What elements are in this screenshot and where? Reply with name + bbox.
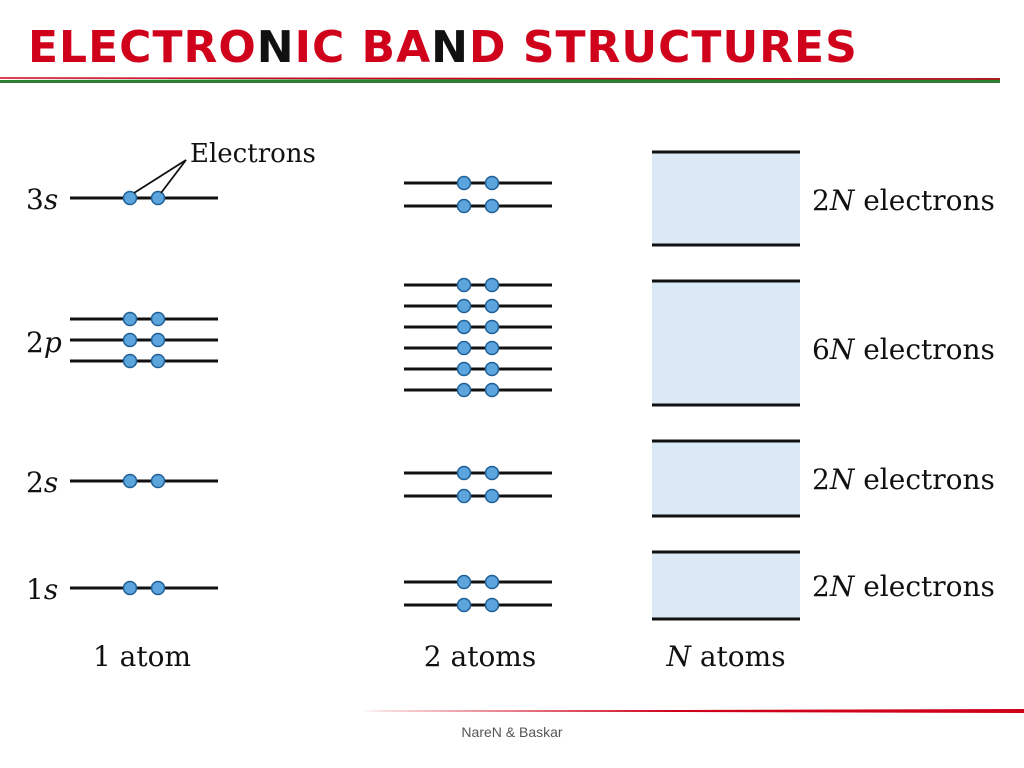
electron-count-label-part: electrons xyxy=(854,184,995,217)
electrons-label-part: Electrons xyxy=(190,139,316,169)
electron-icon xyxy=(484,465,500,481)
electron-icon xyxy=(484,277,500,293)
electron-icon xyxy=(122,190,138,206)
electron-icon xyxy=(484,597,500,613)
title-underline xyxy=(0,77,1000,83)
electrons-label: Electrons xyxy=(190,139,316,169)
orbital-label-part: 2 xyxy=(26,466,44,499)
title-segment: D STRUCTURES xyxy=(468,22,858,73)
slide-title: ELECTRONIC BAND STRUCTURES xyxy=(28,22,858,73)
electron-count-label: 2N electrons xyxy=(812,184,995,217)
footer-credit: NareN & Baskar xyxy=(461,724,563,740)
electron-icon xyxy=(122,311,138,327)
electron-icon xyxy=(484,298,500,314)
electron-icon xyxy=(484,382,500,398)
electron-icon xyxy=(456,574,472,590)
orbital-label-part: s xyxy=(44,573,58,606)
electron-icon xyxy=(122,353,138,369)
column-label-two-atoms: 2 atoms xyxy=(424,640,536,673)
electron-count-label: 2N electrons xyxy=(812,570,995,603)
title-segment: IC BA xyxy=(294,22,432,73)
orbital-label-part: 1 xyxy=(26,573,44,606)
electron-icon xyxy=(456,465,472,481)
electron-icon xyxy=(484,340,500,356)
orbital-label-part: s xyxy=(44,183,58,216)
electron-count-label-part: 2 xyxy=(812,184,830,217)
energy-band xyxy=(652,552,800,619)
column-label-n-atoms-part: N xyxy=(665,640,692,673)
electron-count-label-part: 2 xyxy=(812,463,830,496)
orbital-label-part: 2 xyxy=(26,326,44,359)
orbital-label: 1s xyxy=(26,573,58,606)
electron-icon xyxy=(456,319,472,335)
title-segment: N xyxy=(431,22,469,73)
electron-icon xyxy=(122,473,138,489)
orbital-label-part: p xyxy=(44,326,62,359)
electron-icon xyxy=(456,298,472,314)
electron-icon xyxy=(150,190,166,206)
electrons-pointer xyxy=(160,159,187,194)
electron-count-label-part: electrons xyxy=(854,570,995,603)
column-label-one-atom-part: 1 atom xyxy=(93,640,191,673)
title-segment: N xyxy=(256,22,295,73)
electron-count-label-part: N xyxy=(829,570,856,603)
electron-icon xyxy=(484,574,500,590)
footer-divider xyxy=(360,709,1024,713)
electron-icon xyxy=(484,198,500,214)
electron-icon xyxy=(150,311,166,327)
electron-icon xyxy=(456,361,472,377)
column-label-two-atoms-part: 2 atoms xyxy=(424,640,536,673)
energy-band xyxy=(652,281,800,405)
electron-icon xyxy=(150,332,166,348)
title-segment: ELECTRO xyxy=(28,22,257,73)
energy-band xyxy=(652,441,800,516)
electron-icon xyxy=(456,597,472,613)
electron-icon xyxy=(484,175,500,191)
column-label-n-atoms: N atoms xyxy=(665,640,785,673)
electron-count-label-part: N xyxy=(829,184,856,217)
electron-icon xyxy=(456,277,472,293)
column-label-one-atom: 1 atom xyxy=(93,640,191,673)
electron-count-label-part: electrons xyxy=(854,463,995,496)
orbital-label: 3s xyxy=(26,183,58,216)
electron-count-label-part: 6 xyxy=(812,333,830,366)
orbital-label-part: 3 xyxy=(26,183,44,216)
electron-count-label-part: N xyxy=(829,463,856,496)
electron-count-label-part: N xyxy=(829,333,856,366)
column-label-n-atoms-part: atoms xyxy=(691,640,786,673)
electron-icon xyxy=(484,488,500,504)
electron-icon xyxy=(456,198,472,214)
electrons-pointer xyxy=(133,159,187,194)
electron-icon xyxy=(122,580,138,596)
electron-icon xyxy=(484,319,500,335)
electron-icon xyxy=(150,473,166,489)
electron-icon xyxy=(122,332,138,348)
electron-count-label-part: 2 xyxy=(812,570,830,603)
energy-band xyxy=(652,152,800,245)
electron-icon xyxy=(456,488,472,504)
orbital-label: 2s xyxy=(26,466,58,499)
orbital-label-part: s xyxy=(44,466,58,499)
electron-icon xyxy=(456,340,472,356)
orbital-label: 2p xyxy=(26,326,62,359)
electron-icon xyxy=(150,580,166,596)
electron-icon xyxy=(456,382,472,398)
electron-count-label-part: electrons xyxy=(854,333,995,366)
electron-icon xyxy=(484,361,500,377)
electron-count-label: 2N electrons xyxy=(812,463,995,496)
electron-count-label: 6N electrons xyxy=(812,333,995,366)
electron-icon xyxy=(150,353,166,369)
electron-icon xyxy=(456,175,472,191)
